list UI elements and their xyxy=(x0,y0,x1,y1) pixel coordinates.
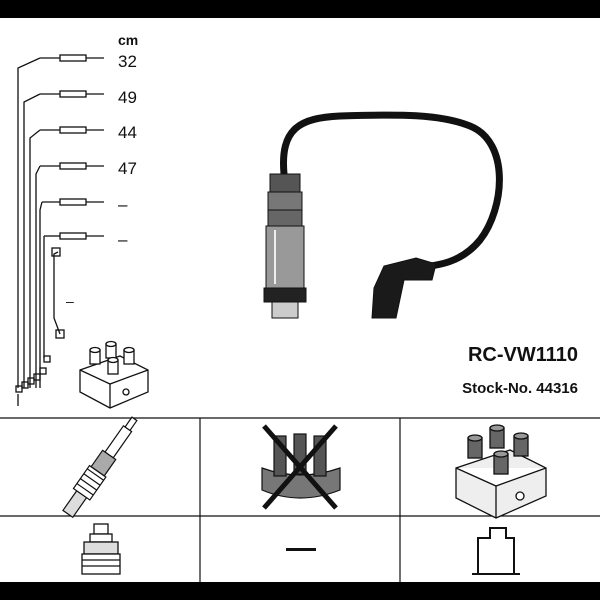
product-sheet: cm 32 49 44 47 – – – RC-VW1110 Stock-No.… xyxy=(0,18,600,582)
small-ignition-coil-icon xyxy=(79,340,149,409)
distributor-cap-crossed-icon xyxy=(261,424,341,510)
coil-connector-icon xyxy=(472,527,520,575)
cable-length-6: – xyxy=(118,230,128,249)
cable-length-4: 47 xyxy=(118,159,137,178)
plug-connector-icon xyxy=(81,523,121,575)
ignition-coil-icon xyxy=(455,424,547,519)
unit-label: cm xyxy=(118,32,139,48)
spark-plug-icon xyxy=(62,416,138,519)
schematic-drawing xyxy=(0,54,600,582)
dash-empty xyxy=(286,548,316,551)
stock-number: Stock-No. 44316 xyxy=(462,380,578,397)
cable-length-2: 49 xyxy=(118,88,137,107)
cable-length-3: 44 xyxy=(118,123,137,142)
ignition-cable-icon xyxy=(263,111,503,319)
model-number: RC-VW1110 xyxy=(467,344,578,366)
extra-lead-length: – xyxy=(66,293,74,309)
cable-set-schematic-icon xyxy=(15,54,104,406)
cable-length-5: – xyxy=(118,195,128,214)
cable-length-1: 32 xyxy=(118,52,137,71)
